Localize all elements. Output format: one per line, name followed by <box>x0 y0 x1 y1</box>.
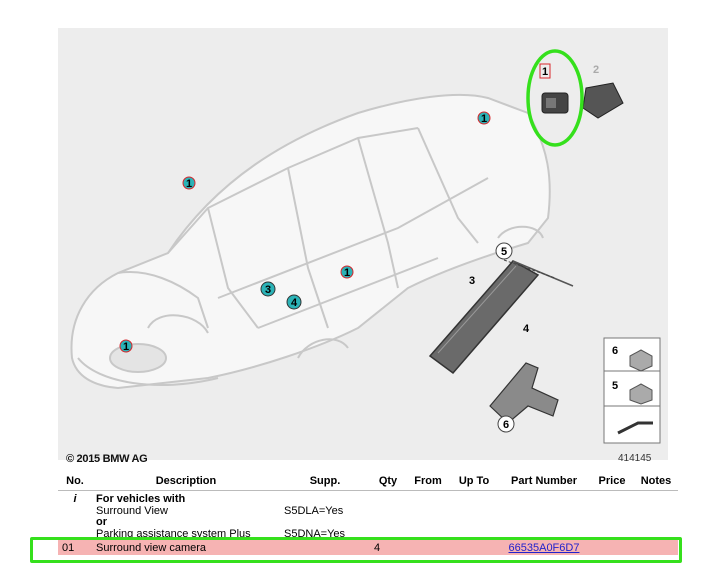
callout-3: 3 <box>469 275 475 287</box>
svg-text:1: 1 <box>123 341 129 353</box>
info-line-1: For vehicles with <box>96 493 186 505</box>
camera-highlight-ring <box>526 49 584 147</box>
callout-1-rear: 1 <box>477 111 491 125</box>
callout-5: 5 <box>501 246 507 258</box>
callout-3-car: 3 <box>260 281 276 297</box>
car-body-illustration <box>70 93 551 390</box>
info-supp-1: S5DLA=Yes <box>284 504 344 517</box>
part-description: Surround view camera <box>92 540 280 555</box>
svg-text:1: 1 <box>344 267 350 279</box>
info-line-2: Surround View <box>96 504 168 517</box>
info-line-3: or <box>96 516 107 528</box>
nut-icon-2 <box>629 383 653 405</box>
part-no: 01 <box>58 540 92 555</box>
info-line-4: Parking assistance system Plus <box>96 527 251 540</box>
info-icon: i <box>73 493 77 505</box>
header-supp: Supp. <box>280 472 370 491</box>
camera-holder-illustration <box>582 82 624 119</box>
header-price: Price <box>590 472 634 491</box>
callout-4: 4 <box>523 323 530 335</box>
header-notes: Notes <box>634 472 678 491</box>
callout-1-mirror-left: 1 <box>182 176 196 190</box>
part-number-link[interactable]: 66535A0F6D7 <box>508 541 580 554</box>
header-upto: Up To <box>450 472 498 491</box>
table-header-row: No. Description Supp. Qty From Up To Par… <box>58 472 678 491</box>
svg-text:3: 3 <box>265 284 271 296</box>
header-no: No. <box>58 472 92 491</box>
header-from: From <box>406 472 450 491</box>
nut-icon <box>629 349 653 372</box>
info-supp: S5DLA=Yes S5DNA=Yes <box>280 491 370 541</box>
callout-6: 6 <box>503 419 509 431</box>
table-row[interactable]: 01 Surround view camera 4 66535A0F6D7 <box>58 540 678 555</box>
parts-table: No. Description Supp. Qty From Up To Par… <box>58 472 678 555</box>
info-description: For vehicles with Surround View or Parki… <box>92 491 280 541</box>
info-row: i For vehicles with Surround View or Par… <box>58 491 678 541</box>
svg-text:1: 1 <box>481 113 487 125</box>
callout-1-front: 1 <box>119 339 133 353</box>
diagram-illustration: 1 1 1 1 3 4 1 2 3 4 5 6 6 5 <box>70 49 661 444</box>
header-qty: Qty <box>370 472 406 491</box>
row-highlight-box <box>30 537 682 563</box>
callout-6-box: 6 <box>612 345 618 357</box>
callout-1-mirror-right: 1 <box>340 265 354 279</box>
callout-1-camera: 1 <box>542 66 548 78</box>
control-unit-illustration <box>428 260 574 375</box>
svg-text:4: 4 <box>291 297 298 309</box>
callout-5-box: 5 <box>612 380 618 392</box>
callout-4-car: 4 <box>286 294 302 310</box>
info-supp-2: S5DNA=Yes <box>284 527 346 540</box>
image-number: 414145 <box>618 453 652 464</box>
callout-2-holder: 2 <box>593 64 599 76</box>
bracket-illustration <box>489 362 559 424</box>
header-description: Description <box>92 472 280 491</box>
copyright-text: © 2015 BMW AG <box>66 453 148 465</box>
arrow-icon <box>617 421 653 435</box>
svg-text:1: 1 <box>186 178 192 190</box>
camera-illustration <box>541 92 569 114</box>
header-part-number: Part Number <box>498 472 590 491</box>
part-qty: 4 <box>370 540 406 555</box>
parts-diagram: 1 1 1 1 3 4 1 2 3 4 5 6 6 5 <box>58 28 668 460</box>
